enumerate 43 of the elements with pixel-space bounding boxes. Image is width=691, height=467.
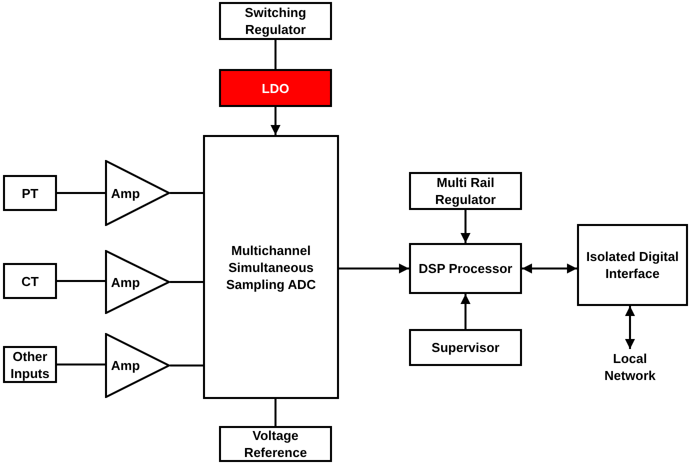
block-box bbox=[577, 224, 688, 306]
connector-line bbox=[170, 281, 203, 283]
block-box bbox=[409, 243, 522, 294]
block-label: PT bbox=[22, 184, 38, 202]
arrow bbox=[522, 264, 577, 274]
block-box bbox=[3, 263, 57, 299]
arrow bbox=[339, 264, 409, 274]
arrow bbox=[625, 306, 635, 349]
connector-line bbox=[57, 364, 105, 366]
block-label: LDO bbox=[262, 80, 290, 96]
block-label: Amp bbox=[111, 274, 140, 290]
connector-line bbox=[57, 192, 105, 194]
connector-line bbox=[170, 192, 203, 194]
block-label: Voltage Reference bbox=[243, 427, 308, 461]
block-label: Amp bbox=[111, 184, 140, 202]
block-box bbox=[3, 175, 57, 211]
block-label: Supervisor bbox=[432, 339, 500, 356]
connector-line bbox=[170, 364, 203, 366]
block-box bbox=[203, 135, 339, 399]
block-box bbox=[3, 346, 57, 383]
block-box bbox=[219, 69, 332, 107]
connector-line bbox=[274, 399, 276, 426]
block-box bbox=[409, 329, 522, 366]
arrow bbox=[460, 210, 470, 243]
connector-line bbox=[57, 280, 105, 282]
block-label: Other Inputs bbox=[10, 348, 50, 382]
block-label: Amp bbox=[111, 357, 140, 374]
amplifier-triangle bbox=[105, 333, 170, 398]
amplifier-triangle bbox=[105, 160, 170, 226]
arrow bbox=[270, 107, 280, 135]
block-label: DSP Processor bbox=[418, 260, 512, 277]
connector-line bbox=[274, 40, 276, 69]
block-label: Switching Regulator bbox=[244, 4, 308, 38]
block-label: CT bbox=[21, 272, 39, 290]
block-label: Multi Rail Regulator bbox=[434, 174, 497, 208]
block-box bbox=[219, 426, 332, 462]
amplifier-triangle bbox=[105, 250, 170, 314]
block-label: Multichannel Simultaneous Sampling ADC bbox=[225, 242, 317, 292]
block-box bbox=[409, 172, 522, 210]
network-label: Local Network bbox=[603, 350, 657, 384]
block-label: Isolated Digital Interface bbox=[585, 248, 680, 282]
arrow bbox=[460, 294, 470, 329]
block-box bbox=[219, 2, 332, 40]
